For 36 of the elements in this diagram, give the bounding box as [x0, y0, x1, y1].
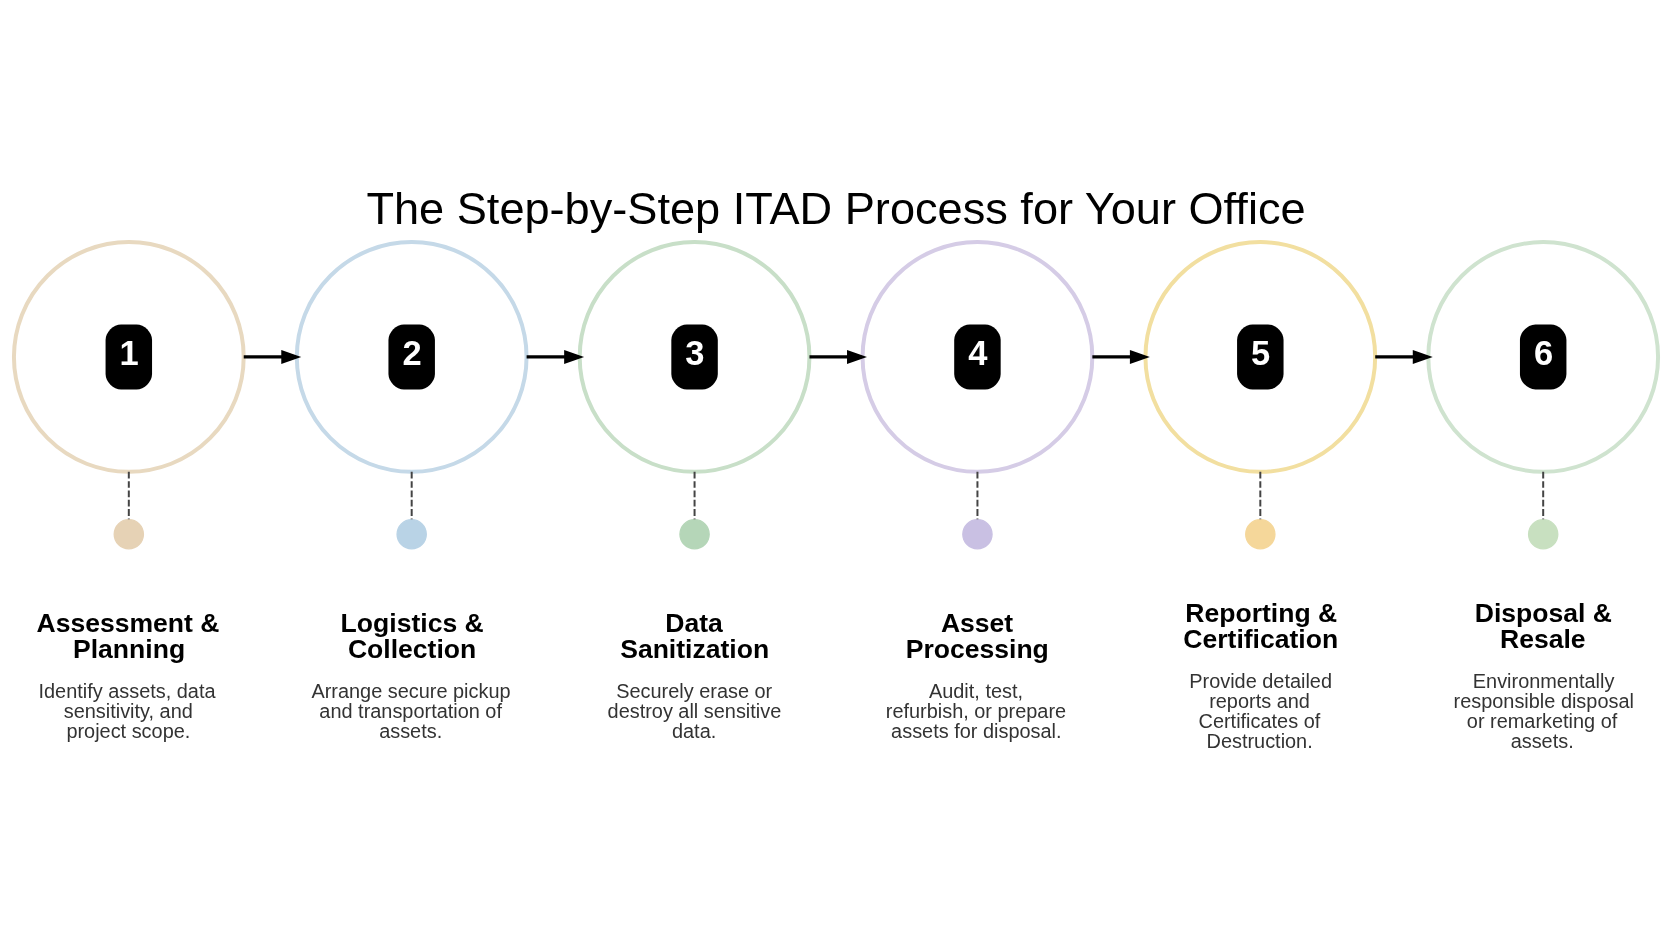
node-label: Disposal & Resale	[1474, 597, 1612, 655]
node-label: Asset Processing	[905, 607, 1049, 665]
connector	[127, 470, 130, 521]
node-circle: 1	[11, 240, 246, 474]
node-label: Reporting & Certification	[1183, 597, 1339, 655]
node-circle	[113, 518, 145, 550]
node-label: Provide detailed reports and Certificates of Destruction.	[1189, 670, 1333, 753]
node-label: Assessment & Planning	[36, 607, 220, 665]
connector	[976, 470, 979, 521]
arrow	[1092, 349, 1150, 364]
node-circle: 3	[577, 240, 812, 474]
diagram-title: The Step-by-Step ITAD Process for Your Office	[366, 182, 1306, 234]
arrow	[243, 349, 302, 364]
connector	[410, 470, 413, 521]
node-label: Identify assets, data sensitivity, and project scope.	[38, 680, 216, 743]
node-label: Logistics & Collection	[340, 607, 484, 665]
node-circle	[962, 518, 993, 550]
arrow	[526, 349, 585, 364]
node-circle: 2	[294, 240, 529, 474]
arrow	[809, 349, 867, 364]
node-circle: 4	[860, 240, 1095, 474]
node-label: Arrange secure pickup and transportation of assets.	[311, 680, 511, 743]
node-circle: 5	[1143, 240, 1378, 474]
connector	[1259, 470, 1262, 521]
node-label: Data Sanitization	[620, 607, 770, 665]
arrow	[1375, 349, 1433, 364]
connector	[1542, 470, 1545, 521]
connector	[693, 470, 696, 521]
node-label: Securely erase or destroy all sensitive data.	[607, 680, 782, 743]
node-label: Environmentally responsible disposal or remarketing of assets.	[1453, 670, 1634, 753]
node-circle	[396, 518, 427, 550]
node-circle	[1527, 518, 1559, 550]
node-circle	[1245, 518, 1276, 550]
node-label: Audit, test, refurbish, or prepare assets for disposal.	[885, 680, 1067, 743]
node-circle	[679, 518, 710, 550]
node-circle: 6	[1426, 240, 1661, 474]
